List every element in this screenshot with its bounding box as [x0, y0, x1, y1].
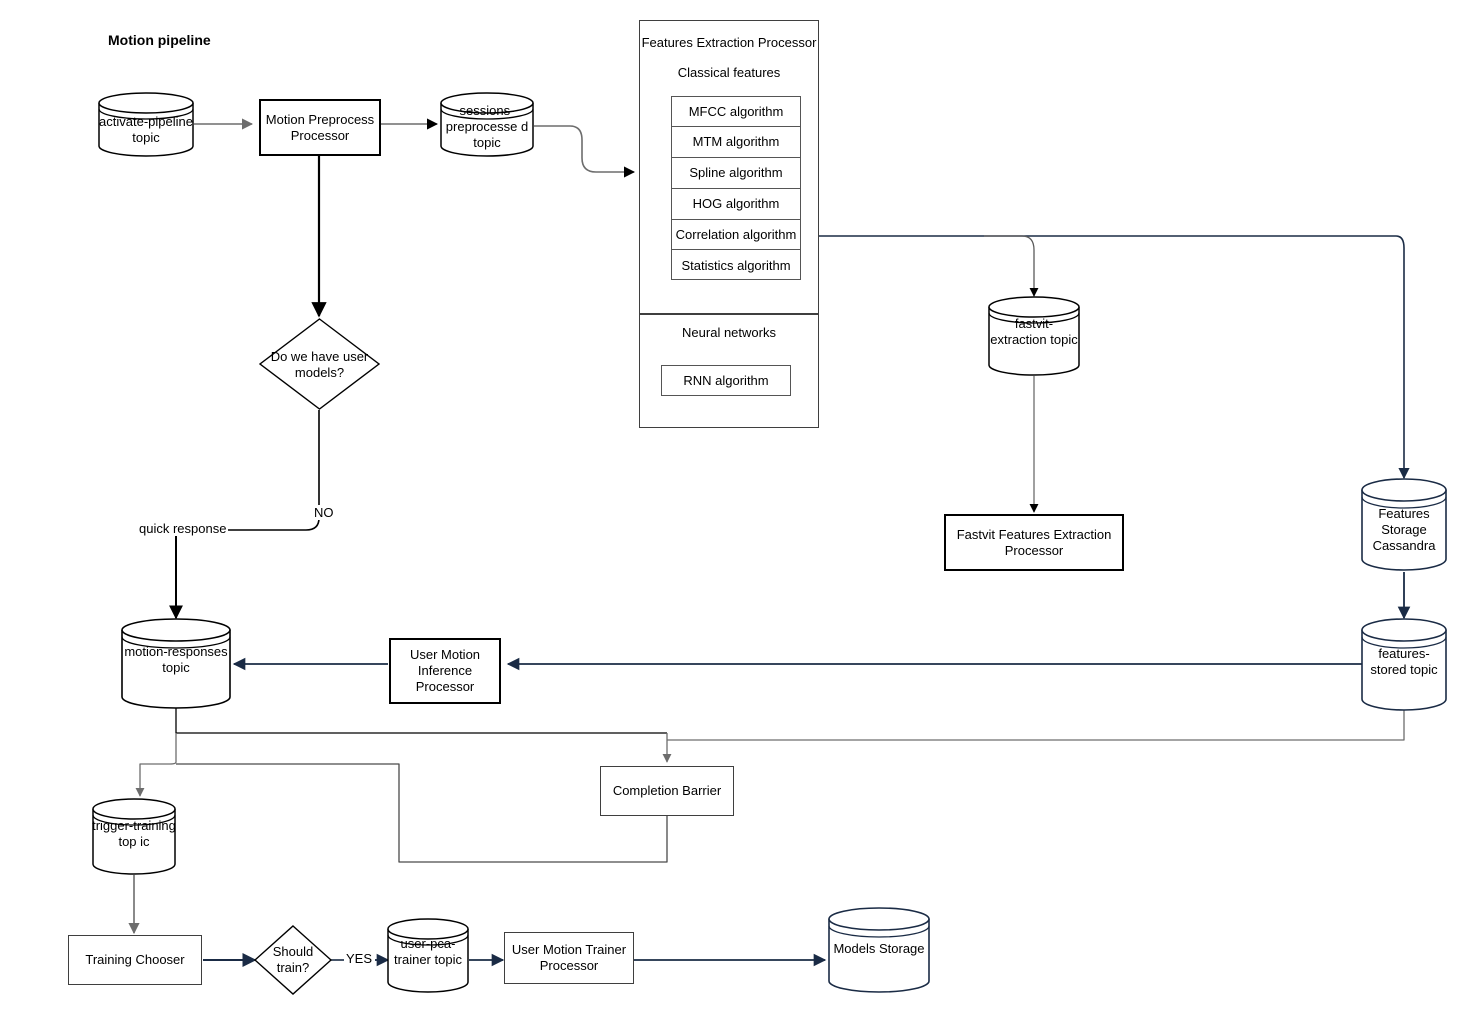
node-user-pca-trainer-topic[interactable]: user-pca-trainer topic	[387, 918, 469, 993]
node-label: RNN algorithm	[683, 372, 769, 388]
algo-mtm[interactable]: MTM algorithm	[672, 127, 800, 158]
node-label: Fastvit Features Extraction Processor	[956, 526, 1112, 558]
page-title: Motion pipeline	[108, 32, 211, 48]
algo-statistics[interactable]: Statistics algorithm	[681, 257, 791, 273]
node-motion-responses-topic[interactable]: motion-responses topic	[121, 618, 231, 710]
node-models-storage[interactable]: Models Storage	[828, 907, 930, 994]
node-fastvit-features-extraction-processor[interactable]: Fastvit Features Extraction Processor	[944, 514, 1124, 571]
group-title: Features Extraction Processor	[641, 35, 817, 50]
algo-rnn[interactable]: RNN algorithm	[661, 365, 791, 396]
algo-correlation[interactable]: Correlation algorithm	[672, 220, 800, 250]
algo-mfcc[interactable]: MFCC algorithm	[672, 97, 800, 127]
node-label: User Motion Inference Processor	[409, 647, 481, 694]
node-features-storage-cassandra[interactable]: Features Storage Cassandra	[1361, 478, 1447, 572]
algo-hog[interactable]: HOG algorithm	[672, 189, 800, 220]
node-label: Training Chooser	[85, 952, 185, 968]
node-completion-barrier[interactable]: Completion Barrier	[600, 766, 734, 816]
node-fastvit-extraction-topic[interactable]: fastvit-extraction topic	[988, 296, 1080, 376]
node-user-motion-trainer-processor[interactable]: User Motion Trainer Processor	[504, 932, 634, 984]
node-activate-pipeline-topic[interactable]: activate-pipeline topic	[98, 92, 194, 157]
neural-networks-label: Neural networks	[682, 325, 776, 340]
algo-spline[interactable]: Spline algorithm	[672, 158, 800, 189]
node-user-motion-inference-processor[interactable]: User Motion Inference Processor	[389, 638, 501, 704]
edge-label-no: NO	[312, 505, 336, 520]
node-label: User Motion Trainer Processor	[511, 942, 627, 973]
node-motion-preprocess-processor[interactable]: Motion Preprocess Processor	[259, 99, 381, 156]
node-label: Completion Barrier	[612, 783, 722, 799]
node-do-we-have-user-models[interactable]: Do we have user models?	[259, 318, 380, 410]
classical-features-label: Classical features	[677, 64, 781, 80]
node-should-train[interactable]: Should train?	[254, 925, 332, 995]
edge-label-quick-response: quick response	[137, 521, 229, 536]
edge-label-yes: YES	[344, 951, 375, 966]
node-sessions-preprocessed-topic[interactable]: sessions-preprocesse d topic	[440, 92, 534, 157]
node-trigger-training-topic[interactable]: trigger-training top ic	[92, 798, 176, 875]
classical-algorithms-stack: MFCC algorithm MTM algorithm Spline algo…	[671, 96, 801, 280]
node-label: Motion Preprocess Processor	[265, 111, 375, 143]
node-training-chooser[interactable]: Training Chooser	[68, 935, 202, 985]
node-features-stored-topic[interactable]: features-stored topic	[1361, 618, 1447, 712]
